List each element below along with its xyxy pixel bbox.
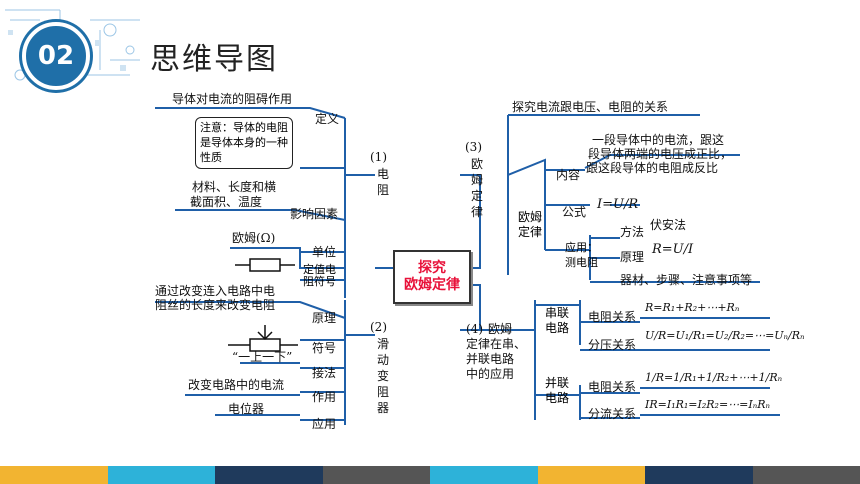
parallel-resistance-eq: 1/R=1/R₁+1/R₂+⋯+1/Rₙ: [645, 371, 783, 384]
note-text: 注意：导体的电阻是导体本身的一种性质: [200, 121, 288, 164]
equipment-text: 器材、步骤、注意事项等: [620, 273, 753, 287]
note-box: 注意：导体的电阻是导体本身的一种性质: [195, 117, 293, 169]
application-measure-label: 应用：测电阻: [565, 241, 598, 269]
wiring-label: 接法: [312, 366, 337, 380]
factors-text-line1: 材料、长度和横: [192, 180, 277, 194]
content-text-line1: 一段导体中的电流，跟这: [592, 133, 725, 147]
branch4-label-line3: 并联电路: [466, 352, 515, 366]
definition-text: 导体对电流的阻碍作用: [172, 92, 293, 106]
factors-text-line2: 截面积、温度: [190, 195, 263, 209]
content-label: 内容: [556, 168, 581, 182]
branch3-number: (3): [465, 140, 482, 154]
series-voltage-eq: U/R=U₁/R₁=U₂/R₂=⋯=Uₙ/Rₙ: [645, 329, 805, 342]
method-text: 伏安法: [650, 218, 687, 232]
page-title: 思维导图: [150, 42, 278, 77]
series-resistance-eq: R=R₁+R₂+⋯+Rₙ: [645, 301, 740, 314]
ohm-law-label: 欧姆定律: [518, 210, 543, 239]
principle-text-line2: 阻丝的长度来改变电阻: [155, 298, 276, 312]
footer-segment: [0, 466, 108, 484]
footer-color-bar: [0, 466, 860, 484]
application-text: 电位器: [228, 402, 265, 416]
principle-label: 原理: [312, 311, 337, 325]
definition-label: 定义: [315, 112, 340, 126]
footer-segment: [215, 466, 323, 484]
series-resistance-label: 电阻关系: [588, 310, 637, 324]
unit-text: 欧姆(Ω): [232, 231, 276, 245]
function-label: 作用: [312, 390, 337, 404]
branch4-label-line2: 定律在串、: [466, 337, 527, 351]
footer-segment: [430, 466, 538, 484]
branch4-label-line4: 中的应用: [466, 367, 515, 381]
parallel-resistance-label: 电阻关系: [588, 380, 637, 394]
symbol-label: 定值电阻符号: [303, 263, 336, 288]
series-voltage-label: 分压关系: [588, 338, 637, 352]
branch4-number: (4): [466, 322, 483, 336]
branch1-label: 电阻: [376, 167, 389, 197]
principle3-label: 原理: [620, 250, 645, 264]
branch3-label: 欧姆定律: [470, 157, 483, 219]
parallel-circuit-label: 并联电路: [545, 376, 570, 405]
branch4-label-line1: 欧姆: [488, 322, 513, 336]
symbol2-label: 符号: [312, 341, 337, 355]
unit-label: 单位: [312, 245, 337, 259]
footer-segment: [537, 466, 645, 484]
formula-label: 公式: [562, 205, 587, 219]
principle-text-line1: 通过改变连入电路中电: [155, 284, 276, 298]
center-line2: 欧姆定律: [404, 277, 460, 293]
content-text-line2: 段导体两端的电压成正比，: [588, 147, 733, 161]
branch2-number: (2): [370, 320, 387, 334]
footer-segment: [752, 466, 860, 484]
branch2-label: 滑动变阻器: [376, 337, 389, 415]
center-topic: 探究 欧姆定律: [393, 250, 471, 304]
series-circuit-label: 串联电路: [545, 306, 570, 335]
explore-text: 探究电流跟电压、电阻的关系: [512, 100, 669, 114]
parallel-current-eq: IR=I₁R₁=I₂R₂=⋯=IₙRₙ: [645, 398, 770, 411]
formula-equation: I=U/R: [597, 197, 639, 212]
footer-segment: [107, 466, 215, 484]
method-label: 方法: [620, 225, 645, 239]
parallel-current-label: 分流关系: [588, 407, 637, 421]
wiring-text: “一上一下”: [232, 350, 293, 364]
application-label: 应用: [312, 417, 337, 431]
factors-label: 影响因素: [290, 207, 339, 221]
branch1-number: (1): [370, 150, 387, 164]
content-text-line3: 跟这段导体的电阻成反比: [586, 161, 719, 175]
principle3-equation: R=U/I: [652, 242, 694, 257]
function-text: 改变电路中的电流: [188, 378, 285, 392]
footer-segment: [322, 466, 430, 484]
footer-segment: [645, 466, 753, 484]
section-number-badge: 02: [22, 22, 90, 90]
center-line1: 探究: [418, 260, 446, 276]
